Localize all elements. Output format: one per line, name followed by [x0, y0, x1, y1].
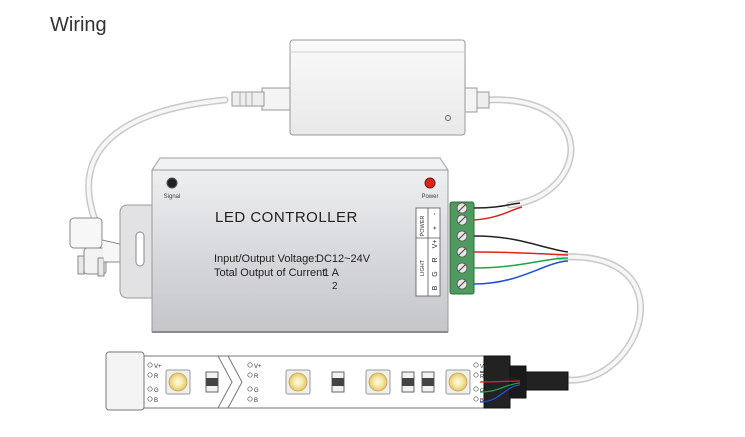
strip-pin-label: V+ — [154, 364, 162, 370]
terminal-group-power: POWER — [420, 216, 426, 237]
strip-pin-label: R — [480, 374, 484, 380]
strip-pin-label: G — [480, 388, 484, 394]
strip-pin-label: G — [154, 388, 159, 394]
voltage-value: DC12~24V — [316, 253, 371, 265]
terminal-label: + — [432, 226, 439, 230]
strip-pin-label: B — [254, 398, 258, 404]
strip-components — [165, 369, 471, 395]
current-label: Total Output of Current: — [214, 267, 328, 279]
power-label: Power — [421, 194, 438, 200]
led-chip — [365, 369, 391, 395]
strip-pin-label: V+ — [254, 364, 262, 370]
led-chip — [165, 369, 191, 395]
terminal-label: V+ — [432, 240, 439, 249]
strip-pin-label: B — [480, 398, 484, 404]
led-chip — [445, 369, 471, 395]
led-controller — [119, 157, 449, 333]
strip-pin-label: V+ — [480, 364, 487, 370]
terminal-label: R — [432, 257, 439, 262]
current-value: 1 A — [323, 267, 340, 279]
terminal-label: B — [432, 285, 439, 290]
strip-pin-label: G — [254, 388, 259, 394]
light-wires — [473, 235, 569, 285]
terminal-labels: - + V+ R G B — [432, 212, 439, 290]
strip-pin-label: R — [154, 374, 159, 380]
strip-pins-left: V+ R GB — [147, 362, 162, 404]
resistor — [331, 371, 345, 393]
terminal-group-light: LIGHT — [420, 259, 426, 276]
resistor — [421, 371, 435, 393]
resistor — [205, 371, 219, 393]
ac-plug — [69, 217, 121, 277]
power-led — [424, 177, 436, 189]
terminal-label-block — [415, 207, 441, 297]
terminal-block — [449, 201, 475, 295]
page-title: Wiring — [50, 14, 107, 36]
voltage-label: Input/Output Voltage: — [214, 253, 317, 265]
terminal-label: G — [432, 271, 439, 276]
signal-label: Signal — [164, 194, 181, 200]
led-chip — [285, 369, 311, 395]
power-wires — [473, 202, 523, 221]
power-adapter — [231, 39, 490, 136]
current-multiplier: 2 — [332, 281, 338, 292]
strip-wires — [479, 371, 521, 403]
terminal-label: - — [432, 212, 439, 215]
resistor — [401, 371, 415, 393]
strip-pin-label: R — [254, 374, 259, 380]
dc-cable — [483, 96, 575, 209]
strip-pin-label: B — [154, 398, 158, 404]
controller-name: LED CONTROLLER — [215, 209, 358, 226]
